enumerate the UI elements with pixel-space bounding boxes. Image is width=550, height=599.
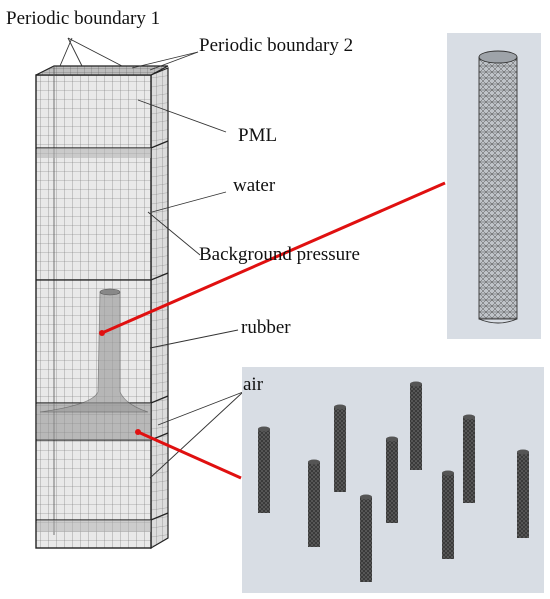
cylinder-9 [517, 449, 529, 538]
rubber-cylinder-in-column [39, 291, 149, 413]
cylinder-7 [442, 470, 454, 559]
leader-lines [59, 37, 244, 479]
label-air: air [243, 374, 264, 395]
pointer-dot-rubber [99, 330, 105, 336]
red-pointers [101, 181, 446, 480]
label-periodic-boundary-2: Periodic boundary 2 [199, 35, 354, 56]
cylinder-6 [410, 381, 422, 470]
label-periodic-boundary-1: Periodic boundary 1 [6, 8, 161, 29]
rubber-cylinder-top [99, 288, 121, 296]
cylinder-5 [386, 436, 398, 523]
bottom-band [37, 520, 151, 532]
cylinder-2 [308, 459, 320, 547]
meshed-cylinder [478, 50, 518, 324]
column-top-face [35, 65, 169, 76]
cylinder-array [258, 381, 529, 582]
cylinder-1 [258, 426, 270, 513]
pointer-dot-air [135, 429, 141, 435]
meshed-cylinder-panel [447, 33, 541, 339]
cylinder-3 [334, 404, 346, 492]
label-rubber: rubber [241, 317, 291, 338]
cylinder-4 [360, 494, 372, 582]
column-front-face [35, 74, 152, 549]
pointer-to-rubber-mesh [101, 181, 446, 335]
label-pml: PML [238, 125, 278, 146]
cylinder-8 [463, 414, 475, 503]
label-water: water [233, 175, 276, 196]
label-background-pressure: Background pressure [199, 244, 360, 265]
pointer-to-cylinder-array [137, 430, 242, 480]
cylinder-array-panel [242, 367, 544, 593]
meshed-column [35, 65, 169, 550]
pml-interface-band [37, 148, 151, 158]
